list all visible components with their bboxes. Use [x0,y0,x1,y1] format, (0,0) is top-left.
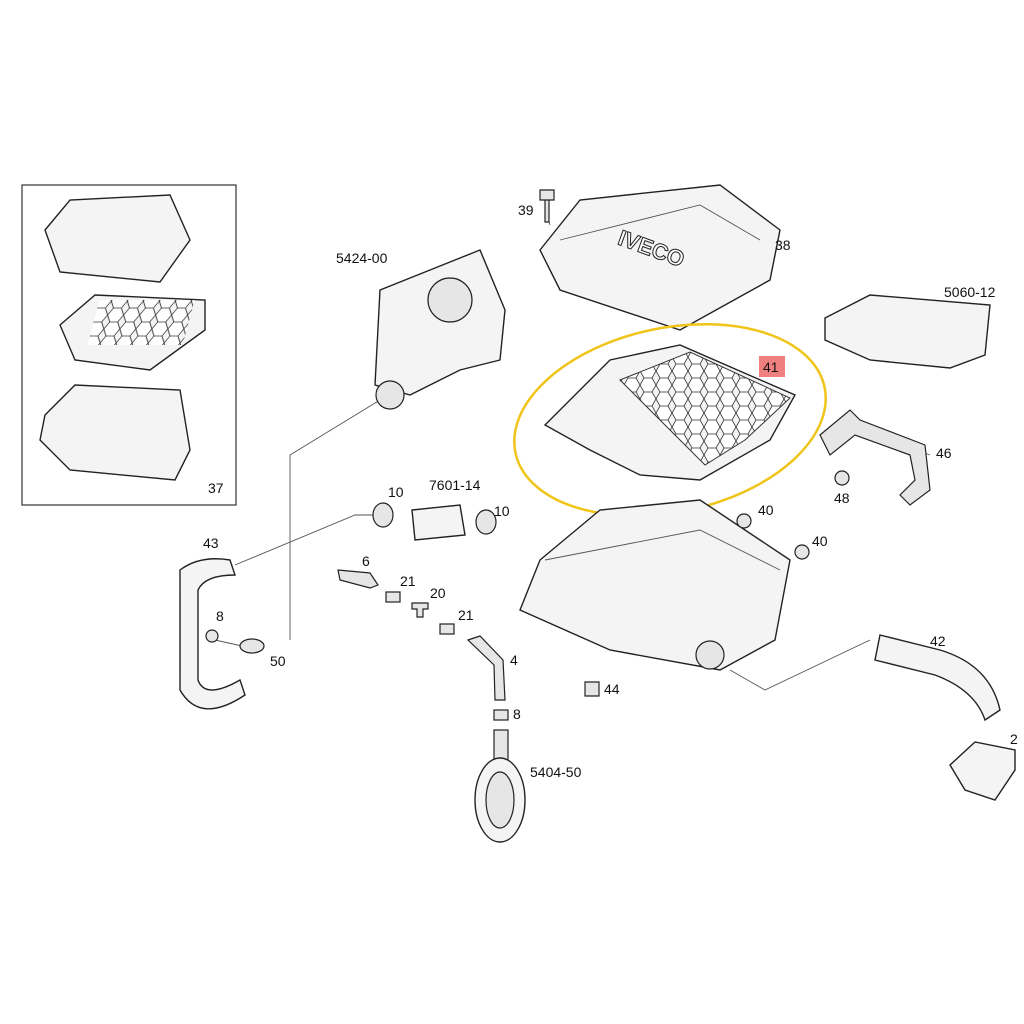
inset-frame [21,184,237,506]
label-21b: 21 [458,607,474,623]
part-46-bracket[interactable]: 46 [819,409,952,506]
label-8b: 8 [513,706,521,722]
part-8-clamp-b[interactable]: 8 [493,706,521,722]
label-21a: 21 [400,573,416,589]
part-21-connector-a[interactable]: 21 [385,573,416,603]
label-5060-12: 5060-12 [944,284,996,300]
label-46: 46 [936,445,952,461]
inset-assembly-37[interactable]: 37 [21,184,237,506]
part-41-air-filter-element[interactable]: 41 [496,297,843,543]
label-38: 38 [775,237,791,253]
label-5404-50: 5404-50 [530,764,582,780]
part-48-nut[interactable]: 48 [834,470,850,506]
part-8-clamp-a[interactable]: 8 [205,608,224,643]
part-50-clamp[interactable]: 50 [239,638,286,669]
inset-cover [44,194,191,283]
part-38-air-filter-cover[interactable]: IVECO 38 [539,184,791,331]
part-5404-50-fan-housing[interactable]: 5404-50 [474,729,582,843]
label-48: 48 [834,490,850,506]
selected-label-box [759,356,785,377]
part-5424-00-turbocharger[interactable]: 5424-00 [336,249,506,410]
label-42: 42 [930,633,946,649]
label-37[interactable]: 37 [208,480,224,496]
part-40-grommet-b[interactable]: 40 [794,533,828,560]
part-43-hose[interactable]: 43 [179,535,246,710]
label-40b: 40 [812,533,828,549]
part-42-hose[interactable]: 42 [874,633,1001,722]
part-7601-14-mass-air-flow-sensor[interactable]: 7601-14 [411,477,481,541]
air-filter-housing[interactable] [519,499,791,671]
inset-housing [39,384,191,481]
label-20: 20 [430,585,446,601]
label-44: 44 [604,681,620,697]
label-40a: 40 [758,502,774,518]
part-10-clamp-b[interactable]: 10 [475,503,510,535]
part-10-clamp-a[interactable]: 10 [372,484,404,528]
part-5060-12-tank[interactable]: 5060-12 [824,284,996,369]
part-39-screw[interactable]: 39 [518,189,555,223]
label-5424-00: 5424-00 [336,250,388,266]
label-41: 41 [763,359,779,375]
part-21-connector-b[interactable]: 21 [439,607,474,635]
label-39: 39 [518,202,534,218]
label-10a: 10 [388,484,404,500]
part-20-t-fitting[interactable]: 20 [411,585,446,618]
part-2-elbow[interactable]: 2 [949,731,1018,801]
label-43: 43 [203,535,219,551]
part-4-hose[interactable]: 4 [466,635,518,701]
label-6: 6 [362,553,370,569]
label-8a: 8 [216,608,224,624]
label-50: 50 [270,653,286,669]
part-40-grommet-a[interactable]: 40 [736,502,774,529]
label-2: 2 [1010,731,1018,747]
label-4: 4 [510,652,518,668]
label-7601-14: 7601-14 [429,477,481,493]
part-44-plug[interactable]: 44 [584,681,620,697]
part-6-hose[interactable]: 6 [337,553,379,589]
label-10b: 10 [494,503,510,519]
inset-filter-mesh [87,300,195,345]
